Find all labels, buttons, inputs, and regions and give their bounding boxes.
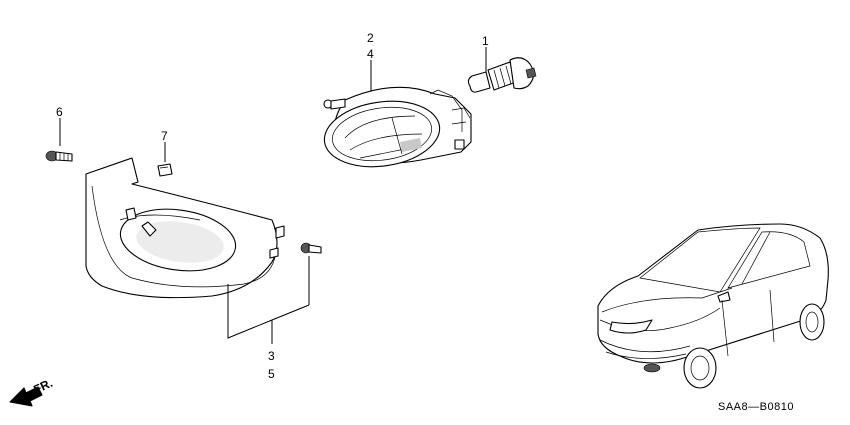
- fog-lamp-icon[interactable]: [320, 60, 472, 174]
- clip-icon[interactable]: [157, 142, 173, 177]
- garnish-icon[interactable]: [85, 157, 285, 299]
- diagram-code: SAA8—B0810: [718, 401, 794, 413]
- callout-3: 3: [268, 349, 275, 363]
- arrow-icon: [9, 386, 43, 407]
- callout-2: 2: [367, 31, 374, 45]
- callout-6: 6: [56, 105, 63, 119]
- callout-1: 1: [482, 34, 489, 48]
- car-icon: [597, 223, 829, 389]
- callout-7: 7: [161, 129, 168, 143]
- callout-leader-3-5: [227, 284, 310, 344]
- screw-icon[interactable]: [300, 242, 322, 305]
- bulb-icon[interactable]: [467, 47, 537, 93]
- callout-4: 4: [367, 47, 374, 61]
- screw-icon[interactable]: [45, 118, 73, 162]
- callout-5: 5: [268, 367, 275, 381]
- direction-label: FR.: [31, 376, 54, 397]
